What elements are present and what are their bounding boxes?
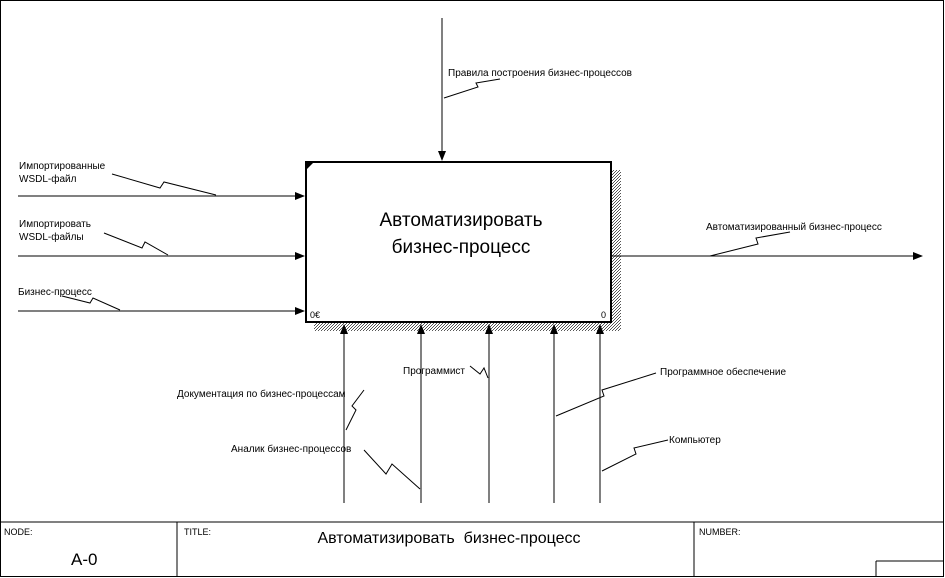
activity-title-line1: Автоматизировать	[379, 210, 542, 231]
node-value: A-0	[71, 550, 97, 569]
mechanism-2-squiggle	[363, 449, 421, 490]
footer: NODE: A-0 TITLE: Автоматизировать бизнес…	[0, 521, 944, 577]
input-2-label-line1: Импортировать	[19, 219, 91, 230]
input-3-label: Бизнес-процесс	[18, 287, 92, 298]
input-1-squiggle	[111, 173, 217, 196]
mechanism-4-label: Программное обеспечение	[660, 366, 787, 378]
control-squiggle	[443, 78, 501, 99]
mechanism-3-squiggle	[469, 365, 489, 379]
input-2-label-line2: WSDL-файлы	[19, 231, 84, 243]
mechanism-5-label: Компьютер	[669, 435, 721, 446]
mechanism-arrow-5[interactable]: Компьютер	[596, 324, 721, 503]
input-3-squiggle	[61, 295, 121, 311]
mechanism-2-label: Аналик бизнес-процессов	[231, 443, 351, 455]
mechanism-1-label: Документация по бизнес-процессам	[177, 388, 346, 400]
mechanism-1-squiggle	[345, 389, 365, 431]
output-squiggle	[709, 231, 791, 257]
output-label: Автоматизированный бизнес-процесс	[706, 221, 882, 233]
input-arrow-2[interactable]: Импортировать WSDL-файлы	[18, 219, 305, 260]
activity-box[interactable]: Автоматизировать бизнес-процесс 0€ 0	[305, 161, 612, 323]
input-1-label-line1: Импортированные	[19, 161, 106, 172]
mechanism-arrow-4[interactable]: Программное обеспечение	[550, 324, 787, 503]
control-label: Правила построения бизнес-процессов	[448, 67, 632, 79]
input-arrow-3[interactable]: Бизнес-процесс	[18, 287, 305, 315]
number-label: NUMBER:	[699, 527, 741, 537]
input-1-label-line2: WSDL-файл	[19, 173, 77, 185]
title-value: Автоматизировать бизнес-процесс	[317, 530, 580, 547]
activity-number-label: 0	[601, 310, 606, 320]
mechanism-3-label: Программист	[403, 366, 465, 377]
node-label: NODE:	[4, 527, 33, 537]
input-2-squiggle	[103, 232, 169, 256]
mechanism-arrow-1[interactable]: Документация по бизнес-процессам	[177, 324, 365, 503]
control-arrow[interactable]: Правила построения бизнес-процессов	[438, 18, 632, 161]
output-arrow[interactable]: Автоматизированный бизнес-процесс	[611, 221, 923, 260]
mechanism-5-squiggle	[601, 439, 669, 472]
input-arrow-1[interactable]: Импортированные WSDL-файл	[18, 161, 305, 200]
box-corner-marker	[306, 162, 314, 170]
mechanism-arrow-2[interactable]: Аналик бизнес-процессов	[231, 324, 425, 503]
title-label: TITLE:	[184, 527, 211, 537]
activity-cost-label: 0€	[310, 310, 320, 320]
mechanism-arrow-3[interactable]: Программист	[403, 324, 493, 503]
mechanism-4-squiggle	[555, 372, 657, 417]
activity-box-shadow	[314, 170, 621, 331]
activity-title-line2: бизнес-процесс	[392, 237, 531, 258]
